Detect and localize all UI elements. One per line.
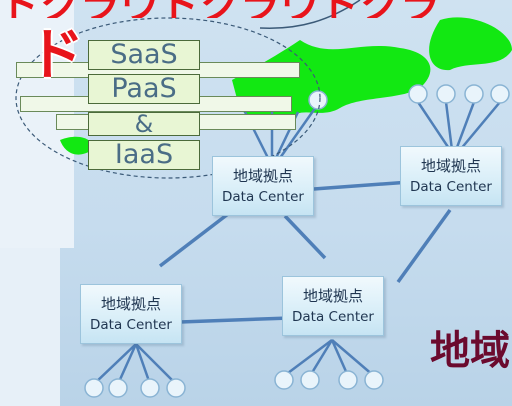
data-center-region: 地域拠点	[302, 287, 363, 305]
data-center-name: Data Center	[90, 317, 172, 333]
data-center-region: 地域拠点	[232, 167, 293, 185]
data-center-name: Data Center	[410, 179, 492, 195]
red-katakana: ド	[28, 23, 84, 88]
cloud-services-ellipse	[15, 17, 321, 179]
spokes-bottom-middle	[283, 339, 375, 377]
green-blob-3	[60, 136, 93, 155]
link-a-c	[158, 212, 230, 268]
client-nodes-top-right	[408, 84, 510, 104]
link-c-d	[179, 316, 291, 324]
top-arc	[259, 0, 361, 29]
green-blob-2	[429, 17, 512, 71]
connector-label: &	[134, 110, 154, 138]
bottom-title: 地域	[430, 328, 510, 374]
client-nodes-bottom-middle	[274, 370, 384, 390]
data-center-region: 地域拠点	[100, 295, 161, 313]
data-center-node: 地域拠点 Data Center	[282, 276, 384, 336]
connector-box: &	[88, 112, 200, 136]
data-center-node: 地域拠点 Data Center	[80, 284, 182, 344]
data-center-name: Data Center	[222, 189, 304, 205]
data-center-node: 地域拠点 Data Center	[400, 146, 502, 206]
paas-box: PaaS	[88, 74, 200, 104]
saas-box: SaaS	[88, 40, 200, 70]
iaas-box: IaaS	[88, 140, 200, 170]
client-nodes-bottom-left	[84, 378, 186, 398]
link-a-d	[283, 214, 327, 260]
iaas-label: IaaS	[114, 139, 174, 170]
spokes-top-right	[416, 101, 501, 151]
data-center-name: Data Center	[292, 309, 374, 325]
top-banner-text: ドクラウドクラウドクラ	[0, 0, 512, 18]
data-center-region: 地域拠点	[420, 157, 481, 175]
spokes-bottom-left	[93, 343, 177, 385]
paas-label: PaaS	[111, 73, 177, 104]
data-center-node: 地域拠点 Data Center	[212, 156, 314, 216]
client-nodes-top-middle	[308, 90, 328, 110]
saas-label: SaaS	[110, 39, 178, 70]
link-a-b	[299, 180, 411, 192]
link-b-d	[396, 208, 452, 284]
